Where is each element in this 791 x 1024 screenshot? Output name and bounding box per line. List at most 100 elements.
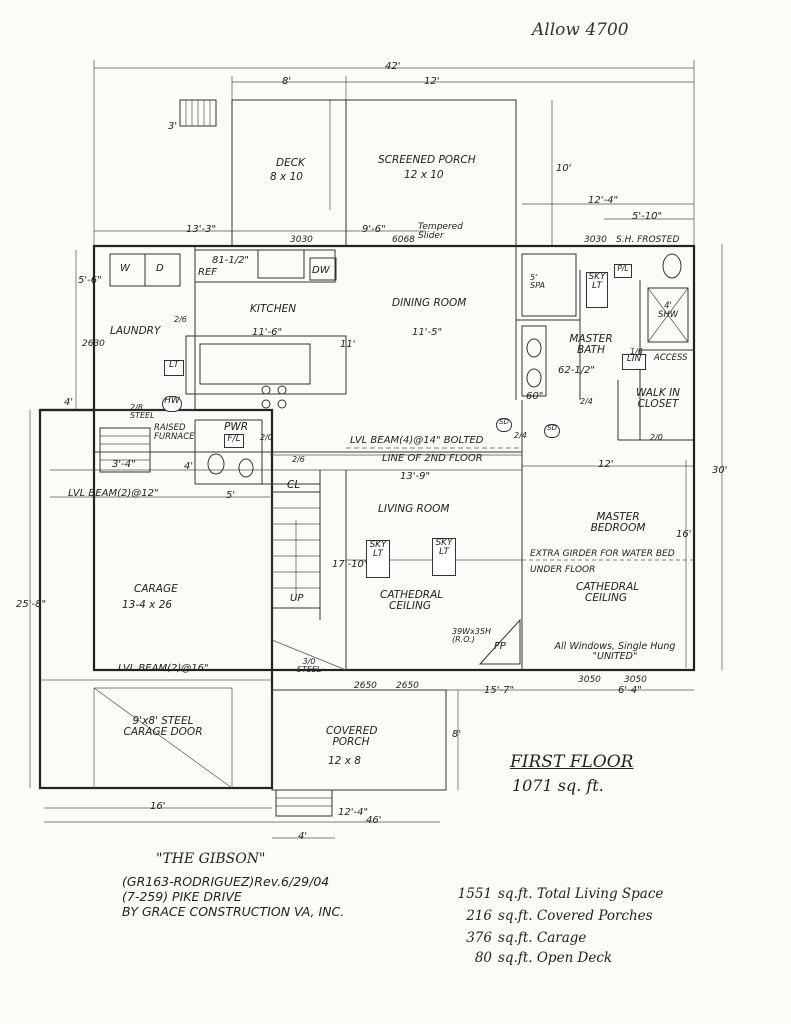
dim-deck-width: 8' bbox=[282, 76, 292, 87]
washer-label: W bbox=[120, 263, 130, 274]
lvl-beam-2-12-note: LVL BEAM(2)@12" bbox=[68, 488, 159, 499]
dim-81-half: 81-1/2" bbox=[212, 255, 250, 266]
kitchen-light-label: LT bbox=[164, 360, 184, 376]
dim-13-3: 13'-3" bbox=[186, 224, 217, 235]
floor-area: 1071 sq. ft. bbox=[512, 776, 604, 795]
dim-5: 5' bbox=[226, 490, 236, 501]
area-value: 216 bbox=[466, 908, 492, 924]
door-2-4-a: 2/4 bbox=[514, 431, 527, 440]
line-2nd-floor-note: LINE OF 2ND FLOOR bbox=[382, 453, 483, 464]
dim-5-6: 5'-6" bbox=[78, 275, 102, 286]
tempered-slider-note: Tempered Slider bbox=[418, 222, 463, 241]
room-master-bath: MASTER BATH bbox=[569, 333, 613, 356]
door-2-8-steel: 2/8 STEEL bbox=[130, 403, 155, 420]
dim-16v: 16' bbox=[676, 529, 692, 540]
window-2630: 2630 bbox=[82, 339, 105, 349]
room-master-bedroom: MASTER BEDROOM bbox=[590, 511, 646, 534]
door-3-0-steel: 3/0 STEEL bbox=[296, 657, 322, 674]
room-covered-porch-size: 12 x 8 bbox=[328, 755, 361, 767]
attic-access-label: ACCESS bbox=[654, 353, 688, 363]
dim-9-6: 9'-6" bbox=[362, 224, 386, 235]
bath-skylight: SKY LT bbox=[586, 272, 608, 308]
dim-17-10: 17'-10" bbox=[332, 559, 369, 570]
dim-6-4: 6'-4" bbox=[618, 685, 642, 696]
stairs-up-label: UP bbox=[290, 593, 304, 604]
room-cl: CL bbox=[287, 479, 301, 491]
room-garage-size: 13-4 x 26 bbox=[122, 599, 173, 611]
window-3050-b: 3050 bbox=[624, 675, 647, 685]
door-2-6-cl: 2/6 bbox=[292, 455, 305, 464]
dim-11-6: 11'-6" bbox=[252, 327, 283, 338]
room-deck-name: DECK bbox=[276, 157, 305, 169]
stairs bbox=[99, 427, 321, 609]
area-label: sq.ft. Total Living Space bbox=[498, 886, 664, 902]
spa-label: 5' SPA bbox=[530, 273, 545, 290]
room-deck-size: 8 x 10 bbox=[270, 171, 303, 183]
living-skylight-right: SKY LT bbox=[432, 538, 456, 576]
dim-13-9: 13'-9" bbox=[400, 471, 431, 482]
girder-line bbox=[346, 447, 694, 561]
fireplace-label: FP bbox=[494, 641, 506, 652]
plan-name: "THE GIBSON" bbox=[156, 851, 266, 867]
windows-note: All Windows, Single Hung "UNITED" bbox=[554, 641, 676, 662]
smoke-detector-1: SD bbox=[496, 418, 512, 432]
dim-15-7: 15'-7" bbox=[484, 685, 515, 696]
smoke-detector-2: SD bbox=[544, 424, 560, 438]
dim-5-10: 5'-10" bbox=[632, 211, 663, 222]
interior-walls bbox=[94, 246, 694, 670]
dim-3-4: 3'-4" bbox=[112, 459, 136, 470]
room-dining: DINING ROOM bbox=[392, 297, 467, 309]
room-living-cathedral: CATHEDRAL CEILING bbox=[380, 589, 444, 612]
handwritten-allowance-note: Allow 4700 bbox=[532, 20, 629, 40]
floor-title: FIRST FLOOR bbox=[510, 752, 634, 772]
plan-builder: BY GRACE CONSTRUCTION VA, INC. bbox=[122, 904, 345, 919]
door-2-4-b: 2/4 bbox=[580, 397, 593, 406]
dim-4b: 4' bbox=[298, 831, 308, 842]
dim-8v: 8' bbox=[452, 729, 462, 740]
dim-porch-width: 12' bbox=[424, 76, 440, 87]
dim-46: 46' bbox=[366, 815, 382, 826]
dishwasher-label: DW bbox=[312, 265, 330, 276]
dim-12b: 12' bbox=[598, 459, 614, 470]
dimension-lines bbox=[29, 60, 723, 839]
extra-girder-note: EXTRA GIRDER FOR WATER BED bbox=[530, 549, 675, 559]
window-2650-b: 2650 bbox=[396, 681, 419, 691]
lvl-beam-2-16-note: LVL BEAM(2)@16" bbox=[118, 663, 209, 674]
pwr-fixture-label: F/L bbox=[224, 434, 244, 448]
area-value: 376 bbox=[466, 930, 492, 946]
window-3050-a: 3050 bbox=[578, 675, 601, 685]
raised-furnace-label: RAISED FURNACE bbox=[154, 423, 195, 442]
door-2-0-closet: 2/0 bbox=[650, 433, 663, 442]
dryer-label: D bbox=[156, 263, 164, 274]
lvl-beam-4-note: LVL BEAM(4)@14" BOLTED bbox=[350, 435, 484, 446]
garage-door-label: 9'x8' STEEL CARAGE DOOR bbox=[123, 715, 203, 738]
dim-11-5: 11'-5" bbox=[412, 327, 443, 338]
refrigerator-label: REF bbox=[198, 267, 218, 278]
dim-12-4b: 12'-4" bbox=[338, 807, 369, 818]
room-screened-porch-name: SCREENED PORCH bbox=[378, 154, 476, 166]
window-3030-kitchen: 3030 bbox=[290, 235, 313, 245]
dim-62-half: 62-1/2" bbox=[558, 365, 596, 376]
window-2650-a: 2650 bbox=[354, 681, 377, 691]
dim-4: 4' bbox=[64, 397, 74, 408]
window-3030-bath: 3030 bbox=[584, 235, 607, 245]
room-screened-porch-size: 12 x 10 bbox=[404, 169, 444, 181]
area-label: sq.ft. Carage bbox=[498, 930, 587, 946]
dim-porch-depth: 10' bbox=[556, 163, 572, 174]
door-6068: 6068 bbox=[392, 235, 415, 245]
area-label: sq.ft. Covered Porches bbox=[498, 908, 653, 924]
room-kitchen: KITCHEN bbox=[250, 303, 297, 315]
shower-label: 4' SHW bbox=[658, 301, 679, 320]
door-2-0-pwr: 2/0 bbox=[260, 433, 273, 442]
dim-30: 30' bbox=[712, 465, 728, 476]
dim-overall-width: 42' bbox=[385, 61, 401, 72]
dim-12-4: 12'-4" bbox=[588, 195, 619, 206]
living-skylight-left: SKY LT bbox=[366, 540, 390, 578]
area-value: 80 bbox=[474, 950, 492, 966]
under-floor-note: UNDER FLOOR bbox=[530, 565, 596, 575]
fireplace-ro-note: 39Wx35H (R.O.) bbox=[452, 627, 492, 644]
area-value: 1551 bbox=[457, 886, 492, 902]
room-pwr: PWR bbox=[224, 421, 249, 433]
area-label: sq.ft. Open Deck bbox=[498, 950, 613, 966]
